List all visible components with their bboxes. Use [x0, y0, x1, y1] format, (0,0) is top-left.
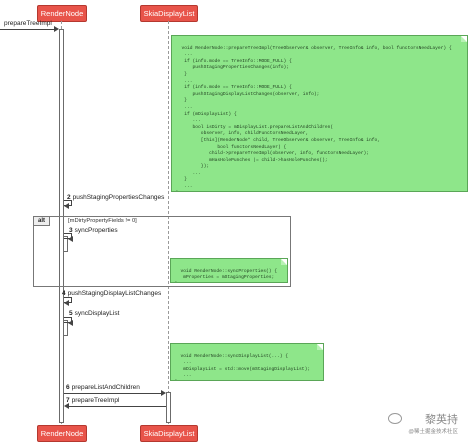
message-3-text: syncProperties	[74, 227, 118, 234]
note-sync-properties-code: void RenderNode::syncProperties() { mPro…	[170, 258, 288, 283]
note-fold-corner	[461, 36, 467, 42]
lifeline-skia-display-list	[168, 21, 169, 424]
note-sync-display-list-text: void RenderNode::syncDisplayList(...) { …	[175, 353, 311, 380]
watermark-sub: @稀土掘金技术社区	[408, 429, 458, 435]
message-7-line	[69, 406, 166, 407]
lifeline-header-render-node: RenderNode	[37, 5, 87, 22]
message-2-text: pushStagingPropertiesChanges	[72, 194, 165, 201]
message-prepare-tree-impl-arrowhead	[54, 26, 59, 32]
message-4-arrowhead	[64, 300, 69, 306]
message-2-arrowhead	[64, 203, 69, 209]
lifeline-footer-skia-display-list: SkiaDisplayList	[140, 425, 198, 442]
message-3-number: 3	[69, 227, 73, 234]
activation-render-node-sync-properties	[63, 236, 68, 252]
activation-render-node-main	[59, 29, 64, 423]
message-5-text: syncDisplayList	[74, 310, 120, 317]
note-prepare-tree-impl-text: void RenderNode::prepareTreeImpl(TreeObs…	[176, 45, 452, 191]
message-6-line	[64, 393, 161, 394]
message-7-arrowhead	[64, 403, 69, 409]
message-7-text: prepareTreeImpl	[71, 397, 120, 404]
message-2-number: 2	[67, 194, 71, 201]
lifeline-header-skia-display-list: SkiaDisplayList	[140, 5, 198, 22]
lifeline-footer-render-node: RenderNode	[37, 425, 87, 442]
message-prepare-tree-impl-label: prepareTreeImpl	[4, 20, 52, 28]
message-6-number: 6	[66, 384, 70, 391]
activation-render-node-sync-display-list	[63, 320, 68, 336]
message-1-text: prepareTreeImpl	[4, 20, 52, 27]
message-prepare-tree-impl-line	[0, 29, 54, 30]
watermark-main: 黎英持	[425, 413, 458, 426]
wechat-icon	[388, 413, 403, 424]
message-5-arrowhead	[68, 320, 73, 326]
message-4-number: 4	[62, 290, 66, 297]
activation-skia-display-list	[166, 392, 171, 423]
message-6-text: prepareListAndChildren	[71, 384, 140, 391]
message-6-arrowhead	[161, 390, 166, 396]
message-7-number: 7	[66, 397, 70, 404]
note-sync-properties-text: void RenderNode::syncProperties() { mPro…	[175, 268, 278, 282]
note-fold-corner	[317, 344, 323, 350]
watermark: 黎英持 @稀土掘金技术社区	[388, 411, 458, 435]
message-5-number: 5	[69, 310, 73, 317]
message-3-arrowhead	[68, 236, 73, 242]
note-prepare-tree-impl-code: void RenderNode::prepareTreeImpl(TreeObs…	[171, 35, 468, 192]
alt-frame: alt [mDirtyPropertyFields != 0]	[33, 216, 291, 287]
note-fold-corner	[281, 259, 287, 265]
message-4-text: pushStagingDisplayListChanges	[67, 290, 162, 297]
alt-frame-guard: [mDirtyPropertyFields != 0]	[68, 218, 137, 224]
alt-frame-tag: alt	[34, 217, 51, 226]
note-sync-display-list-code: void RenderNode::syncDisplayList(...) { …	[170, 343, 324, 381]
